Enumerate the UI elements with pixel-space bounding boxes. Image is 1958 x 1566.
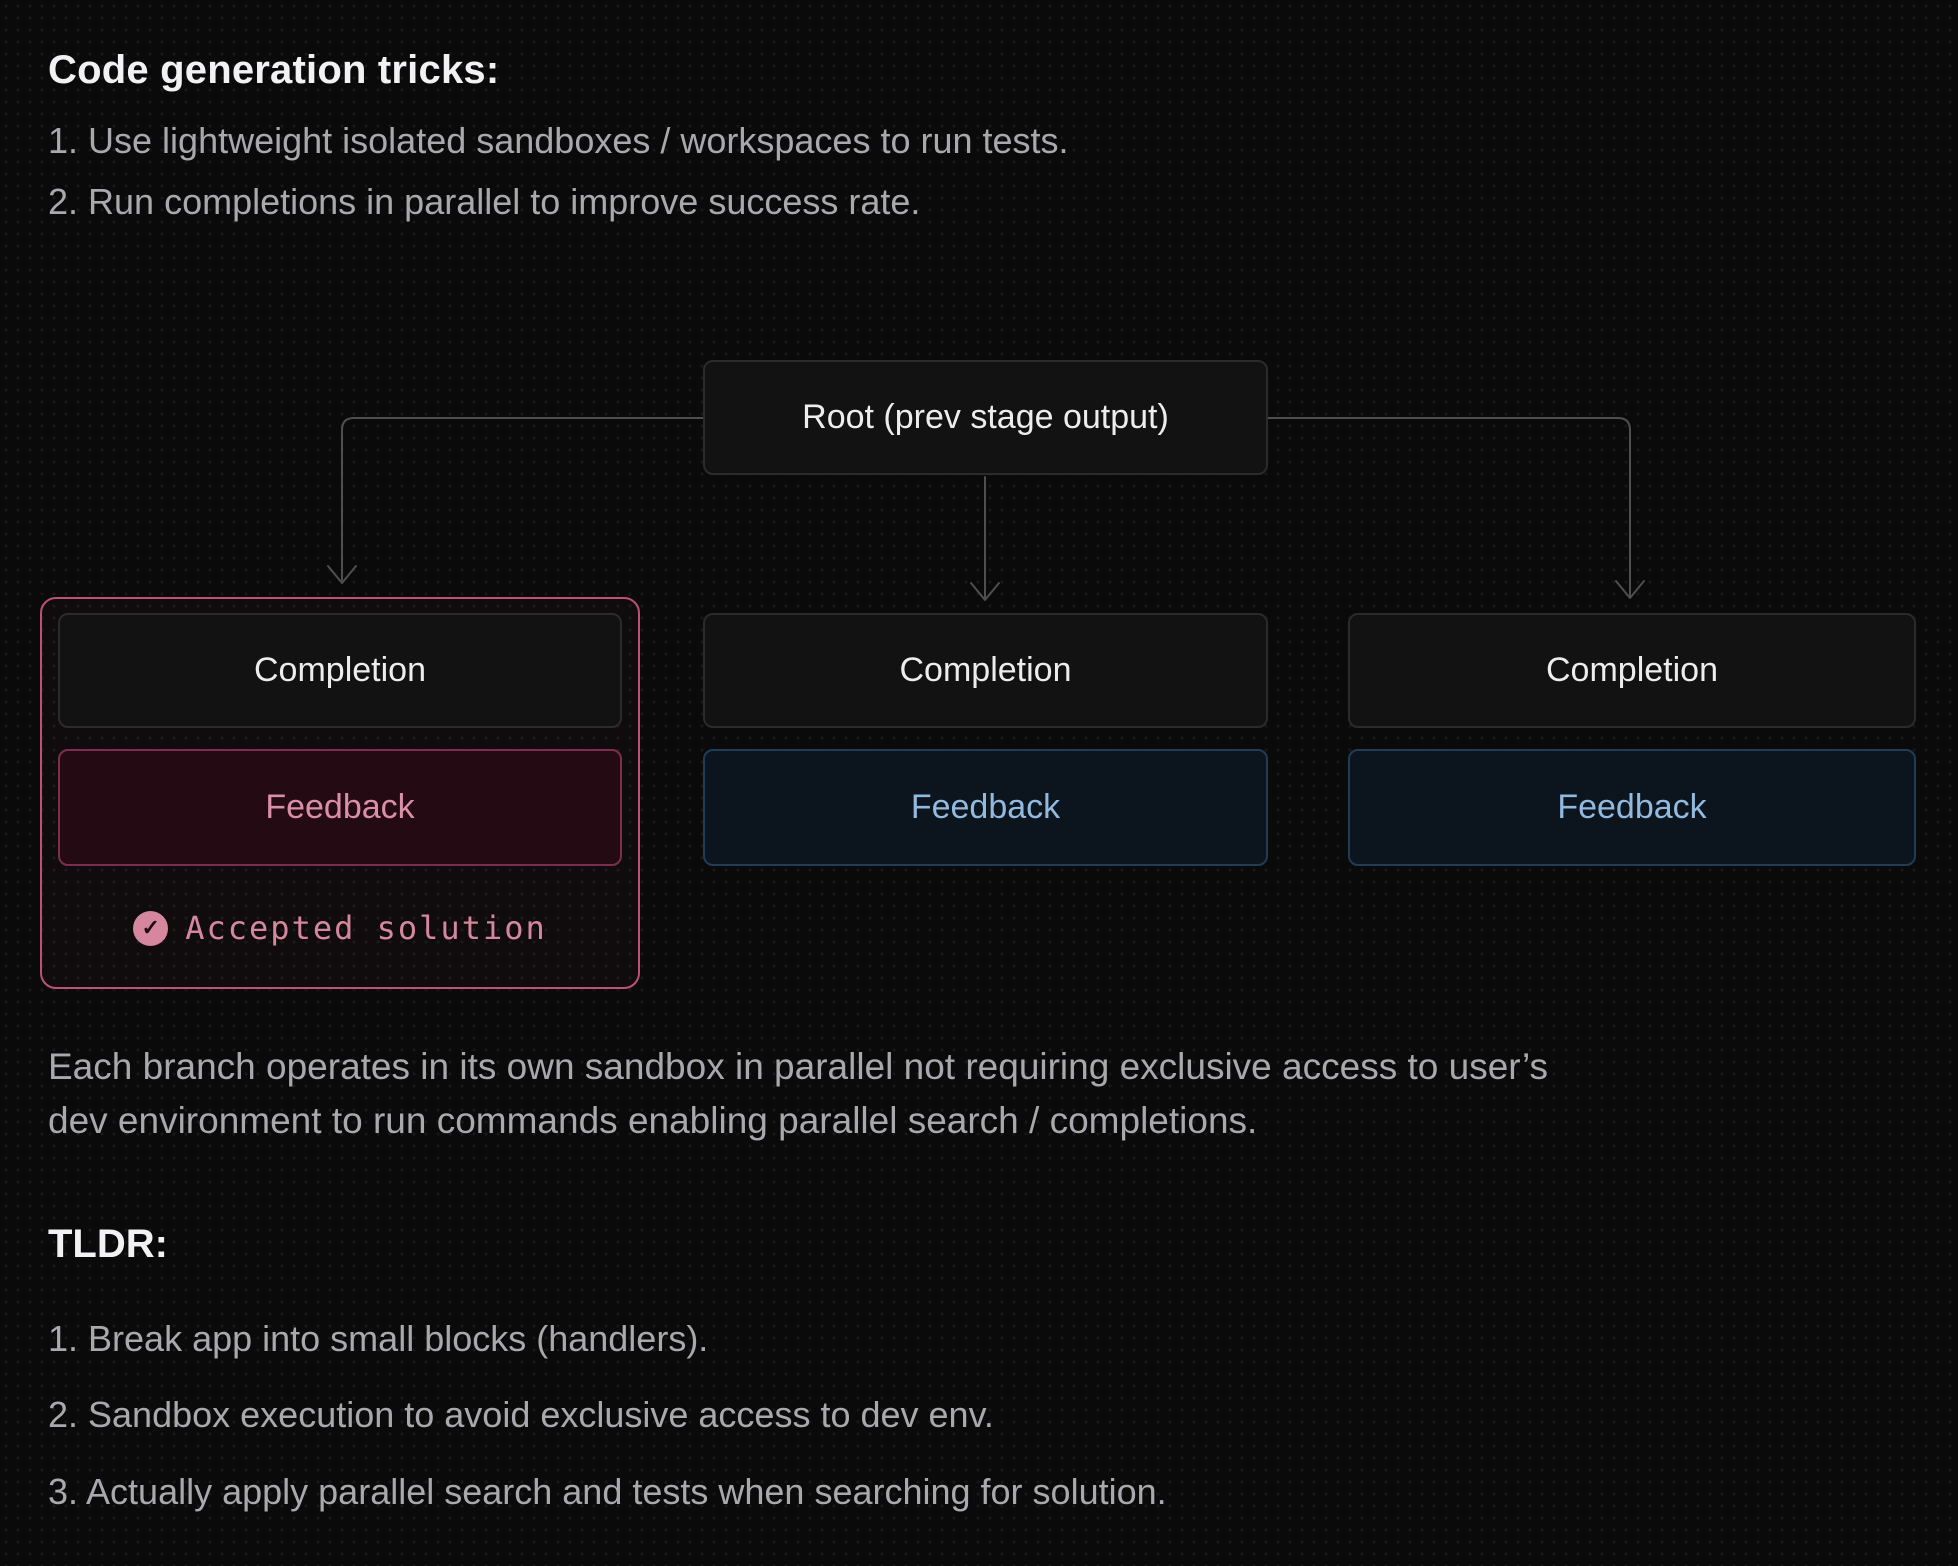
root-node-label: Root (prev stage output) — [802, 398, 1169, 436]
connector-right — [1267, 417, 1631, 597]
feedback-node-label: Feedback — [1557, 788, 1707, 826]
completion-node-right: Completion — [1348, 613, 1916, 728]
feedback-node-right: Feedback — [1348, 749, 1916, 866]
accepted-solution-row: ✓ Accepted solution — [40, 906, 640, 950]
arrowhead-center — [970, 582, 1000, 601]
completion-node-label: Completion — [1546, 651, 1718, 689]
list-item: 2. Run completions in parallel to improv… — [48, 181, 921, 222]
list-item: 3. Actually apply parallel search and te… — [48, 1471, 1167, 1512]
feedback-node-middle: Feedback — [703, 749, 1268, 866]
check-circle-icon: ✓ — [133, 910, 169, 946]
arrowhead-left — [327, 565, 357, 584]
page-title: Code generation tricks: — [48, 48, 500, 92]
arrowhead-right — [1615, 580, 1645, 599]
completion-node-label: Completion — [899, 651, 1072, 689]
feedback-node-left: Feedback — [58, 749, 622, 866]
list-item: 1. Use lightweight isolated sandboxes / … — [48, 120, 1069, 161]
completion-node-label: Completion — [254, 651, 426, 689]
completion-node-middle: Completion — [703, 613, 1268, 728]
feedback-node-label: Feedback — [910, 788, 1061, 826]
accepted-branch-container — [40, 597, 640, 989]
list-item: 2. Sandbox execution to avoid exclusive … — [48, 1394, 994, 1435]
list-item: 1. Break app into small blocks (handlers… — [48, 1318, 709, 1359]
explanation-paragraph: Each branch operates in its own sandbox … — [48, 1046, 1549, 1141]
tldr-heading: TLDR: — [48, 1222, 168, 1266]
connector-left — [341, 417, 704, 581]
completion-node-left: Completion — [58, 613, 622, 728]
accepted-solution-label: Accepted solution — [185, 909, 547, 947]
feedback-node-label: Feedback — [265, 788, 415, 826]
root-node: Root (prev stage output) — [703, 360, 1268, 475]
